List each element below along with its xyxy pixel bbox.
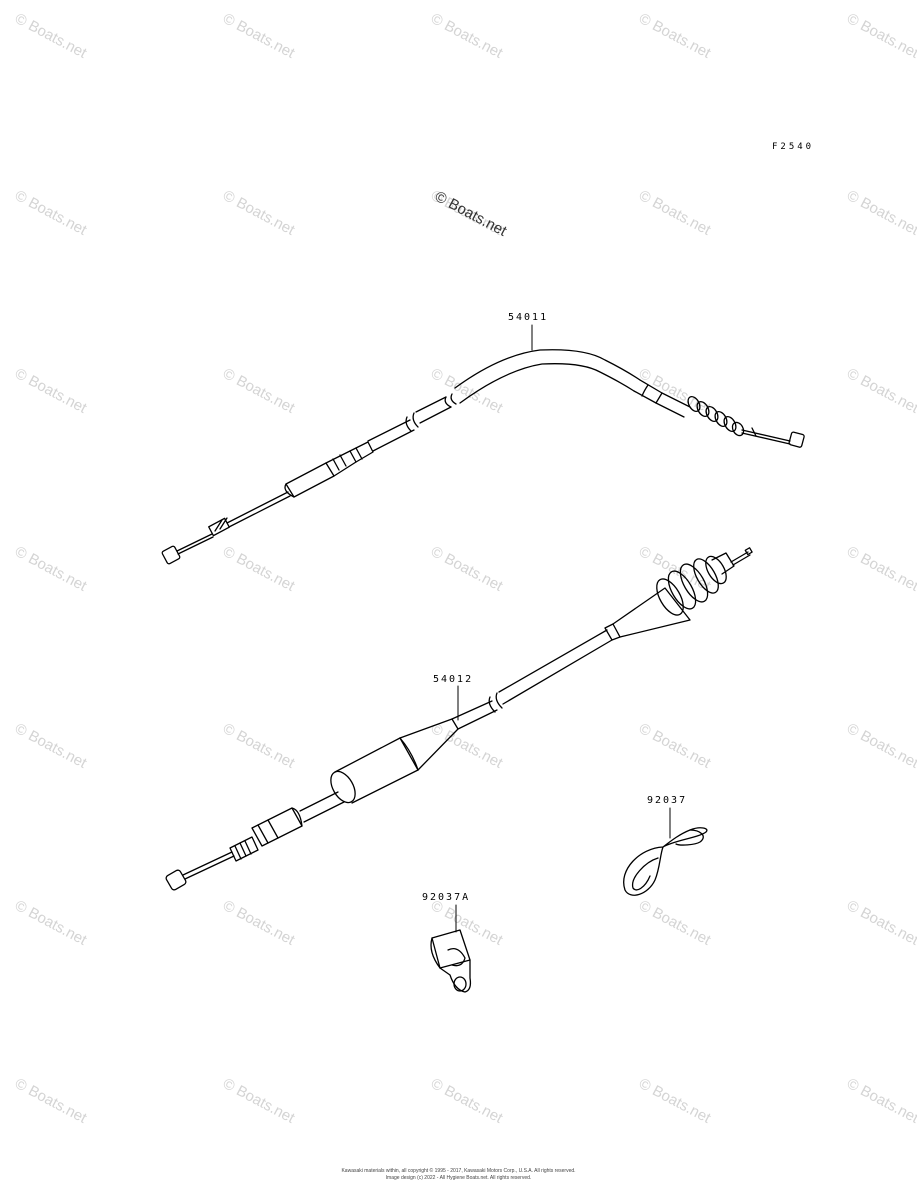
cable-54011-lower-end xyxy=(161,517,230,565)
cable-54012-sleeve xyxy=(330,718,459,804)
part-label-54011[interactable]: 54011 xyxy=(508,312,549,323)
cable-54012[interactable] xyxy=(165,547,753,891)
cable-54011-adjuster xyxy=(284,441,374,498)
part-label-54012[interactable]: 54012 xyxy=(433,674,474,685)
part-label-92037[interactable]: 92037 xyxy=(647,795,688,806)
footer-copyright: Kawasaki materials within, all copyright… xyxy=(341,1168,576,1174)
cable-54012-upper-boot xyxy=(604,547,753,641)
footer-image-credit: Image design (c) 2022 - All Hygiene Boat… xyxy=(385,1175,532,1181)
clamp-92037A[interactable] xyxy=(430,929,472,993)
cable-54012-lower-end xyxy=(165,807,303,891)
part-label-92037A[interactable]: 92037A xyxy=(422,892,471,903)
diagram-code: F2540 xyxy=(772,142,815,152)
cable-54011[interactable] xyxy=(161,349,805,565)
cable-54011-upper-end xyxy=(633,379,805,448)
clamp-92037[interactable] xyxy=(623,827,708,896)
